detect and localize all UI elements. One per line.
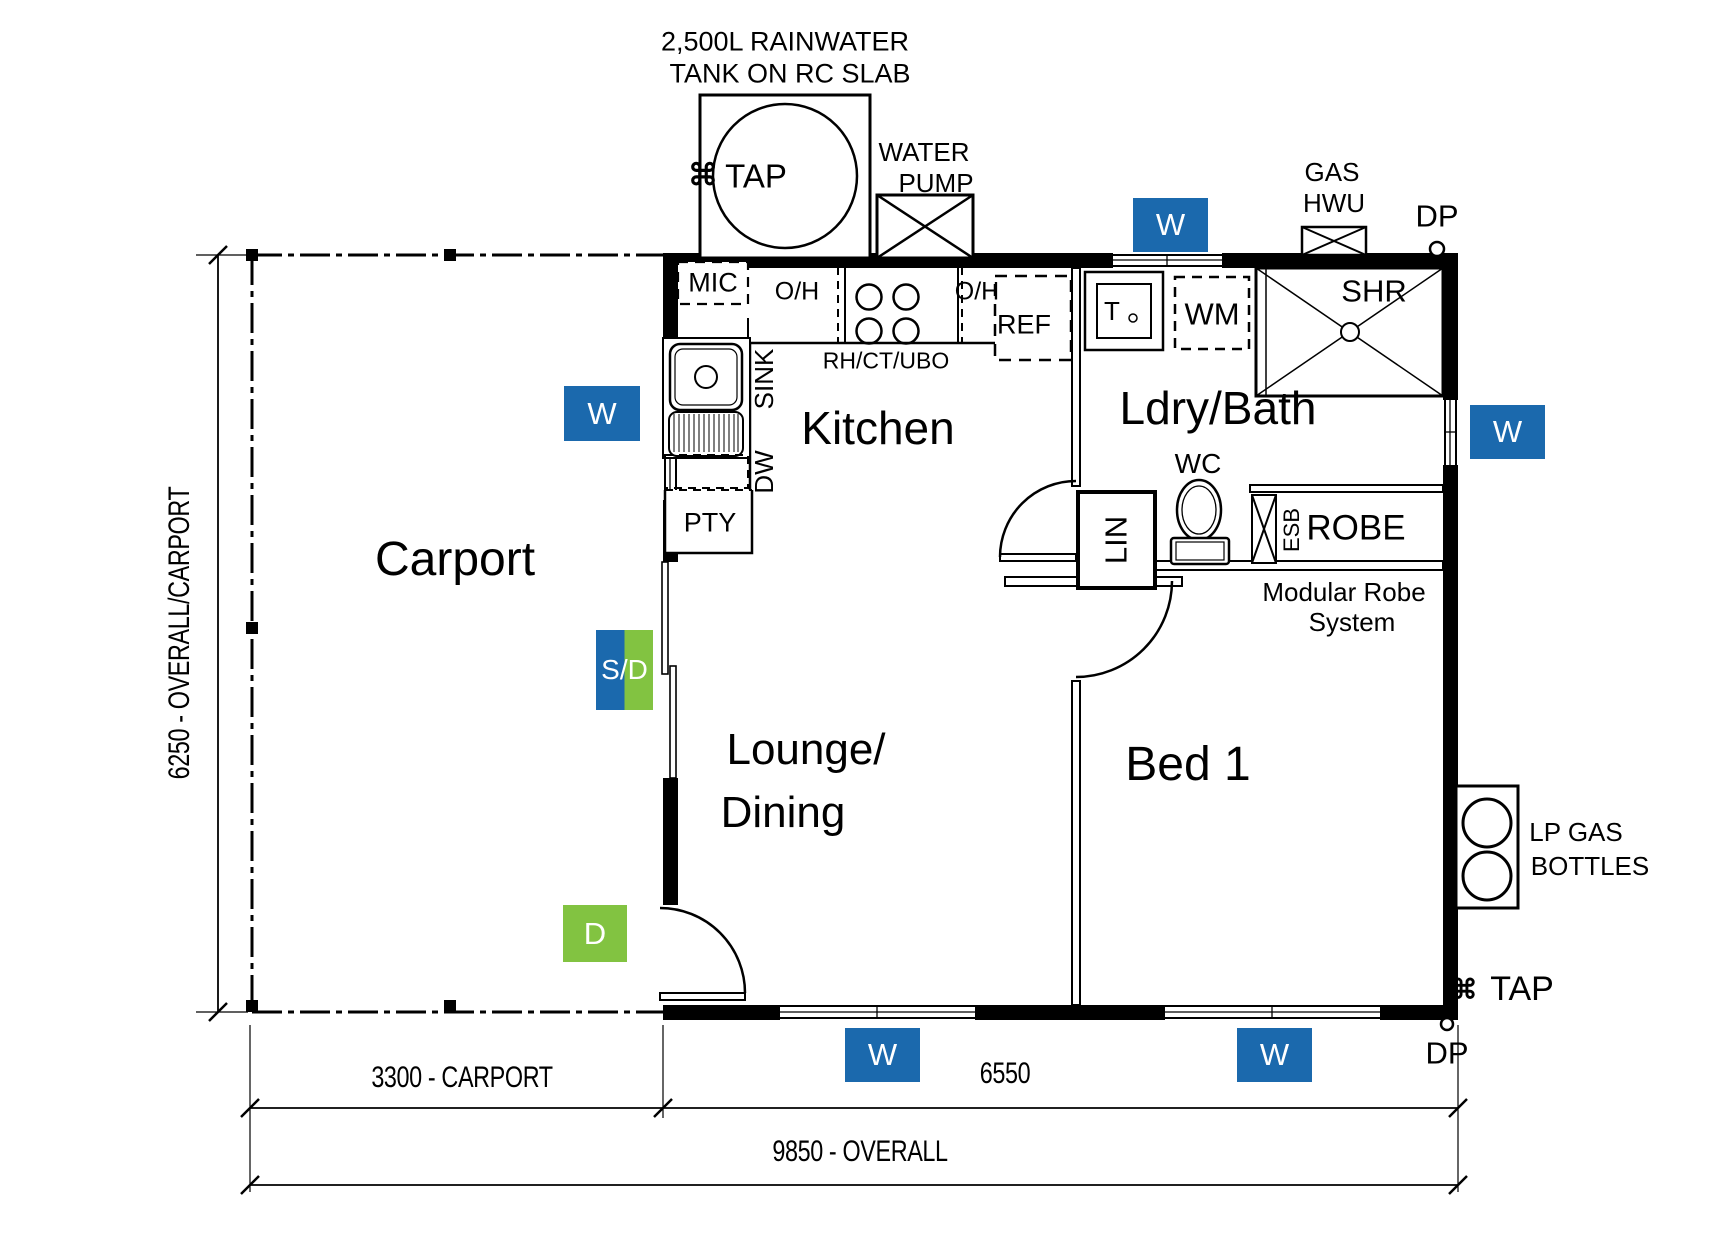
door-entry [659, 906, 747, 1001]
water-pump [875, 193, 975, 260]
downpipe-bottom-circle [1439, 1016, 1455, 1032]
label-microwave: MIC [688, 267, 738, 298]
downpipe-top-circle [1428, 240, 1446, 258]
window-marker-kitchen: W [564, 386, 640, 441]
dp-label-top: DP [1415, 198, 1459, 234]
label-rh-ct-ubo: RH/CT/UBO [822, 347, 950, 374]
pantry [663, 489, 754, 555]
room-label-lounge-line1: Lounge/ [726, 725, 886, 774]
dp-label-bottom: DP [1425, 1035, 1469, 1071]
dimension-carport-width-text: 3300 - CARPORT [371, 1061, 553, 1094]
room-label-bed1: Bed 1 [1125, 738, 1251, 791]
window-marker-right: W [1470, 405, 1545, 459]
carport-posts [246, 249, 456, 1012]
overhead-cabinet-lines [837, 267, 963, 343]
label-modular-robe-line2: System [1308, 607, 1396, 637]
microwave [676, 260, 750, 306]
window-bottom-bed [1165, 1005, 1380, 1019]
label-washing-machine: WM [1184, 296, 1240, 332]
esb-panel [1251, 494, 1277, 564]
hwu-label-line1: GAS [1304, 157, 1360, 187]
cooktop [844, 267, 959, 345]
window-marker-bed: W [1237, 1028, 1312, 1082]
lp-gas-bottles [1454, 784, 1520, 910]
sliding-door-panels [661, 561, 677, 779]
label-lp-gas-line1: LP GAS [1529, 817, 1623, 847]
window-bottom-lounge [780, 1005, 975, 1019]
dimension-overall-width: 9850 - OVERALL [748, 1137, 973, 1167]
door-bed [1075, 580, 1174, 679]
rainwater-tank [698, 93, 872, 260]
dimension-left-vertical: 6250 - OVERALL/CARPORT [163, 445, 196, 820]
dimension-building-width: 6550 [973, 1059, 1038, 1089]
pump-label-line2: PUMP [898, 168, 974, 198]
tap-icon: ⌘ [688, 159, 718, 192]
dimension-carport-width: 3300 - CARPORT [346, 1063, 579, 1093]
dimension-left-vertical-text: 6250 - OVERALL/CARPORT [163, 486, 196, 780]
sliding-door-marker: S/D [596, 630, 653, 710]
room-label-carport: Carport [374, 533, 536, 586]
laundry-tub [1083, 270, 1165, 352]
dimension-lines [196, 245, 1468, 1195]
hwu-label-line2: HWU [1302, 188, 1366, 218]
carport-walls [250, 253, 663, 1014]
label-sink: SINK [749, 348, 779, 410]
room-label-ldry-bath: Ldry/Bath [1119, 382, 1317, 434]
label-modular-robe-line1: Modular Robe [1262, 577, 1426, 607]
label-lp-gas-line2: BOTTLES [1530, 851, 1650, 881]
dimension-overall-width-text: 9850 - OVERALL [772, 1135, 948, 1168]
tap-label-bottom: TAP [1490, 970, 1554, 1008]
label-esb: ESB [1279, 507, 1304, 553]
partition-kitchen-laundry [1071, 267, 1081, 487]
gas-hwu-unit [1300, 225, 1368, 257]
dimension-building-width-text: 6550 [979, 1057, 1031, 1090]
tank-caption-line1: 2,500L RAINWATER [660, 26, 910, 57]
toilet [1169, 478, 1231, 566]
linen-closet [1076, 490, 1157, 590]
label-overhead-right: O/H [954, 277, 1000, 306]
tank-caption-line2: TANK ON RC SLAB [669, 58, 911, 89]
window-right [1444, 400, 1457, 465]
door-marker-entry: D [563, 905, 627, 962]
door-laundry [998, 479, 1077, 562]
label-shower: SHR [1341, 273, 1407, 309]
label-robe: ROBE [1306, 508, 1406, 548]
tap-icon-bottom: ⌘ [1450, 974, 1478, 1005]
wall-robe-top [1249, 484, 1444, 493]
window-marker-top: W [1133, 198, 1208, 252]
partition-lounge-bed [1071, 680, 1081, 1006]
label-overhead-left: O/H [774, 277, 820, 306]
pump-label-line1: WATER [878, 137, 970, 167]
sink-unit [662, 337, 751, 459]
tap-label-top: TAP [725, 157, 787, 195]
label-wc: WC [1174, 448, 1222, 479]
window-top [1113, 254, 1222, 267]
shower [1254, 266, 1445, 398]
dishwasher [664, 454, 749, 489]
refrigerator [993, 274, 1073, 362]
window-marker-lounge: W [845, 1028, 920, 1082]
label-refrigerator: REF [997, 309, 1051, 340]
label-linen: LIN [1098, 515, 1134, 565]
label-tub: T [1104, 296, 1120, 326]
label-dishwasher: DW [749, 450, 779, 494]
room-label-kitchen: Kitchen [801, 402, 955, 454]
room-label-lounge-line2: Dining [720, 788, 846, 837]
label-pantry: PTY [683, 507, 737, 538]
washing-machine [1173, 275, 1251, 351]
